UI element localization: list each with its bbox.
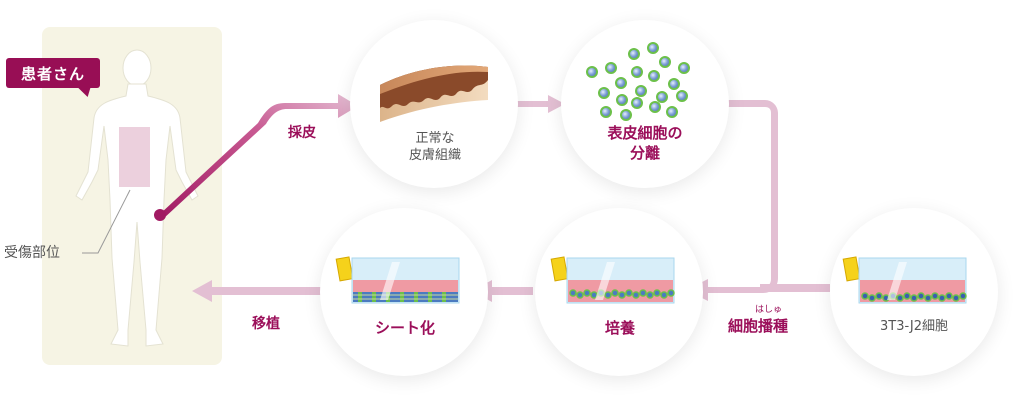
epidermal-cell [598, 87, 610, 99]
epidermal-cell [586, 66, 598, 78]
epidermal-cell [666, 106, 678, 118]
separation-line1: 表皮細胞の [607, 124, 683, 142]
epidermal-cell [659, 56, 671, 68]
cell [667, 289, 675, 297]
culture-flask-icon [842, 256, 967, 304]
transplant-label: 移植 [252, 316, 280, 332]
sheet-label: シート化 [374, 319, 435, 337]
normal-skin-line2: 皮膚組織 [408, 147, 461, 163]
wound-area [119, 127, 150, 187]
harvest-arrow [160, 94, 358, 219]
cell [618, 291, 626, 299]
epidermal-cell [656, 91, 668, 103]
epidermal-cell [635, 85, 647, 97]
epidermal-cell [649, 101, 661, 113]
cell [945, 292, 953, 300]
step-separation [561, 20, 729, 188]
cell [611, 289, 619, 297]
seeding-text: 細胞播種 [728, 316, 789, 335]
separation-line2: 分離 [629, 143, 660, 162]
culture-flask-icon [550, 256, 675, 304]
harvest-label: 採皮 [288, 125, 316, 141]
epidermal-cell [620, 109, 632, 121]
cell [938, 294, 946, 302]
feeder-connector [760, 284, 830, 292]
cell [646, 291, 654, 299]
epidermal-cell [647, 42, 659, 54]
epidermal-cell [678, 62, 690, 74]
culture-label: 培養 [604, 319, 635, 337]
injury-leader-line [82, 189, 131, 254]
separation-label: 表皮細胞の 分離 [585, 124, 705, 163]
arrow-to-patient [192, 280, 322, 302]
epidermal-cell [628, 48, 640, 60]
cell [625, 289, 633, 297]
cell [924, 294, 932, 302]
cell [653, 289, 661, 297]
normal-skin-line1: 正常な [415, 131, 455, 146]
seeding-label: はしゅ 細胞播種 [728, 305, 788, 336]
human-body-icon [75, 49, 199, 347]
epidermal-cell [600, 106, 612, 118]
cell [660, 291, 668, 299]
cell [875, 292, 883, 300]
cell [910, 294, 918, 302]
injury-site-label: 受傷部位 [4, 245, 60, 261]
epidermal-cell [648, 70, 660, 82]
harvest-point [154, 209, 166, 221]
cell [903, 292, 911, 300]
normal-skin-label: 正常な 皮膚組織 [380, 131, 490, 165]
epidermal-cell [631, 97, 643, 109]
cell [569, 289, 577, 297]
feeder-cells-label: 3T3-J2細胞 [879, 319, 948, 334]
epidermal-cell [676, 90, 688, 102]
cell [952, 294, 960, 302]
cell [576, 291, 584, 299]
arrow-to-separation [517, 95, 565, 113]
epidermal-cell [668, 78, 680, 90]
cell [639, 289, 647, 297]
cell [959, 292, 967, 300]
cell [583, 289, 591, 297]
patient-callout: 患者さん [6, 58, 100, 88]
skin-tissue-icon [380, 65, 488, 122]
cell [868, 294, 876, 302]
epidermal-cells-icon [586, 42, 690, 121]
cell [861, 292, 869, 300]
epidermal-cell [631, 66, 643, 78]
seeding-ruby: はしゅ [755, 305, 783, 315]
epidermal-cell [616, 94, 628, 106]
culture-flask-icon [335, 256, 460, 304]
cell [931, 292, 939, 300]
cell [604, 291, 612, 299]
epidermal-cell [615, 77, 627, 89]
epidermal-cell [605, 62, 617, 74]
cell [632, 291, 640, 299]
cell [896, 294, 904, 302]
cell [917, 292, 925, 300]
